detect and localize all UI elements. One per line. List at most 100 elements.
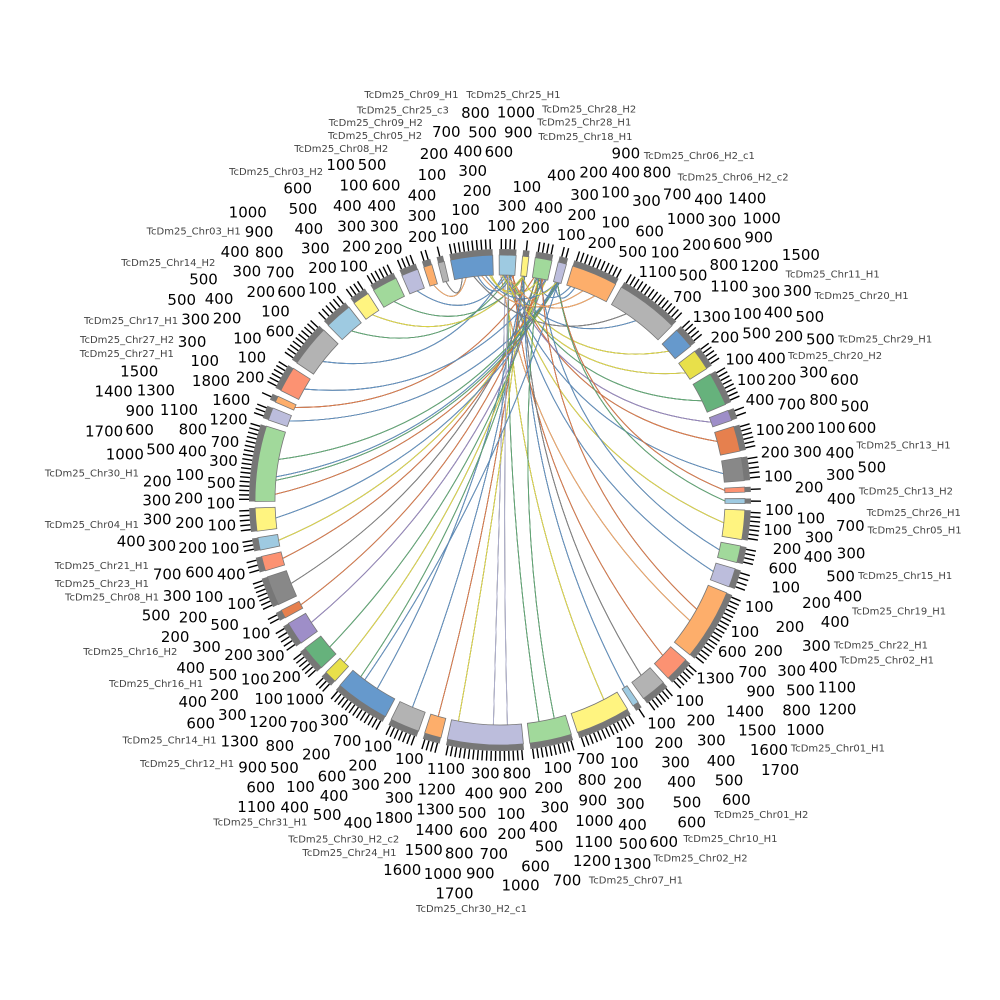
tick-mark xyxy=(243,548,255,552)
chromosome-segment[interactable] xyxy=(708,406,747,428)
segment-band[interactable] xyxy=(621,685,639,707)
segment-band[interactable] xyxy=(266,570,298,606)
chromosome-segment[interactable] xyxy=(293,635,337,678)
chromosome-segment[interactable] xyxy=(724,498,762,505)
chromosome-segment[interactable] xyxy=(653,646,697,689)
chromosome-segment[interactable] xyxy=(621,685,646,718)
segment-band[interactable] xyxy=(520,255,530,278)
tick-label: 900 xyxy=(744,228,773,246)
chromosome-segment[interactable] xyxy=(678,342,720,380)
chromosome-segment[interactable] xyxy=(253,403,292,428)
segment-band[interactable] xyxy=(280,600,304,619)
segment-band[interactable] xyxy=(296,329,339,375)
segment-band[interactable] xyxy=(254,506,278,532)
chromosome-segment[interactable] xyxy=(448,239,494,281)
chromosome-segment[interactable] xyxy=(246,551,286,574)
segment-band[interactable] xyxy=(390,701,426,732)
tick-mark xyxy=(557,743,562,755)
segment-band[interactable] xyxy=(287,612,318,644)
segment-band[interactable] xyxy=(717,541,742,564)
segment-band[interactable] xyxy=(372,277,406,308)
chromosome-segment[interactable] xyxy=(267,600,304,625)
segment-band[interactable] xyxy=(254,425,286,502)
segment-band[interactable] xyxy=(437,260,450,283)
segment-band[interactable] xyxy=(692,373,727,413)
chromosome-segment[interactable] xyxy=(531,241,554,281)
chromosome-segment[interactable] xyxy=(673,584,741,664)
chromosome-segment[interactable] xyxy=(570,691,635,748)
chromosome-segment[interactable] xyxy=(420,249,438,287)
chromosome-segment[interactable] xyxy=(498,238,517,276)
segment-band[interactable] xyxy=(721,508,746,541)
segment-band[interactable] xyxy=(423,264,438,287)
tick-mark xyxy=(736,581,747,587)
segment-band[interactable] xyxy=(526,714,572,744)
chromosome-segment[interactable] xyxy=(526,714,575,759)
segment-band[interactable] xyxy=(339,669,396,718)
segment-band[interactable] xyxy=(661,329,692,360)
chromosome-segment[interactable] xyxy=(318,295,362,341)
segment-band[interactable] xyxy=(280,367,311,400)
segment-band[interactable] xyxy=(327,306,362,341)
segment-band[interactable] xyxy=(304,635,337,669)
segment-band[interactable] xyxy=(424,713,447,739)
tick-label: 100 xyxy=(737,371,766,389)
segment-band[interactable] xyxy=(450,254,494,281)
chromosome-segment[interactable] xyxy=(315,657,350,692)
chromosome-segment[interactable] xyxy=(396,254,425,295)
segment-band[interactable] xyxy=(708,409,733,428)
segment-band[interactable] xyxy=(498,254,517,276)
chromosome-segment[interactable] xyxy=(267,361,311,400)
chromosome-segment[interactable] xyxy=(610,274,683,341)
segment-band[interactable] xyxy=(257,534,281,551)
chromosome-segment[interactable] xyxy=(275,612,318,651)
segment-band[interactable] xyxy=(274,395,297,411)
chromosome-segment[interactable] xyxy=(553,246,570,284)
segment-band[interactable] xyxy=(714,425,741,456)
segment-band[interactable] xyxy=(721,456,745,483)
chromosome-segment[interactable] xyxy=(661,320,703,360)
chromosome-segment[interactable] xyxy=(692,367,740,413)
chromosome-segment[interactable] xyxy=(345,280,380,320)
segment-band[interactable] xyxy=(724,486,746,494)
segment-band[interactable] xyxy=(353,293,380,320)
chromosome-segment[interactable] xyxy=(261,391,297,411)
chromosome-segment[interactable] xyxy=(717,541,757,566)
segment-band[interactable] xyxy=(531,257,553,281)
segment-band[interactable] xyxy=(570,691,629,733)
chromosome-segment[interactable] xyxy=(566,251,622,303)
tick-label: 700 xyxy=(836,517,865,535)
chromosome-segment[interactable] xyxy=(421,713,447,753)
segment-band[interactable] xyxy=(610,286,673,341)
chromosome-segment[interactable] xyxy=(520,240,530,278)
segment-band[interactable] xyxy=(631,667,664,700)
chromosome-segment[interactable] xyxy=(284,319,339,375)
segment-band[interactable] xyxy=(653,646,687,679)
chromosome-segment[interactable] xyxy=(436,246,450,283)
chromosome-segment[interactable] xyxy=(252,570,298,610)
chromosome-segment[interactable] xyxy=(709,562,750,591)
segment-band[interactable] xyxy=(261,551,286,572)
chromosome-segment[interactable] xyxy=(330,669,396,730)
chromosome-segment[interactable] xyxy=(721,508,761,541)
chromosome-segment[interactable] xyxy=(714,423,756,456)
chromosome-segment[interactable] xyxy=(631,667,673,711)
segment-band[interactable] xyxy=(325,657,350,682)
chromosome-segment[interactable] xyxy=(724,486,761,494)
segment-band[interactable] xyxy=(678,350,708,380)
segment-band[interactable] xyxy=(724,498,746,505)
chromosome-segment[interactable] xyxy=(238,422,286,502)
chromosome-segment[interactable] xyxy=(721,456,761,483)
segment-band[interactable] xyxy=(709,562,736,588)
chromosome-segment[interactable] xyxy=(242,534,281,552)
chromosome-segment[interactable] xyxy=(385,701,426,746)
chromosome-segment[interactable] xyxy=(445,719,524,762)
tick-mark xyxy=(719,620,730,627)
segment-band[interactable] xyxy=(553,261,567,284)
chromosome-segment[interactable] xyxy=(239,506,278,533)
segment-band[interactable] xyxy=(267,407,292,428)
segment-band[interactable] xyxy=(401,268,425,295)
segment-band[interactable] xyxy=(446,719,524,746)
chromosome-segment[interactable] xyxy=(366,264,406,308)
segment-band[interactable] xyxy=(566,265,617,303)
